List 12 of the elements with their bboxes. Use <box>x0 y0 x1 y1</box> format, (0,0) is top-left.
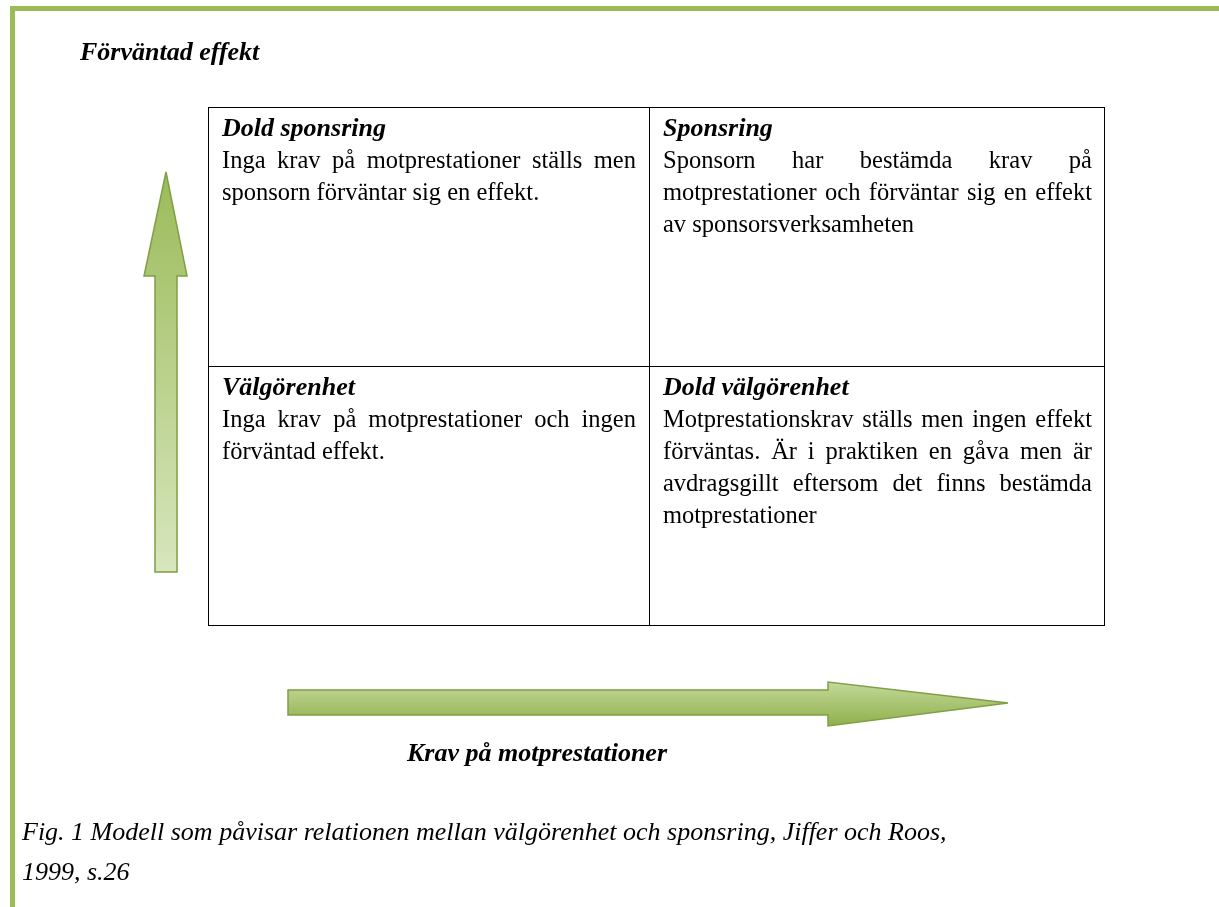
axis-title: Krav på motprestationer <box>407 737 667 769</box>
quadrant-description: Inga krav på motprestationer och ingen förväntad effekt. <box>222 404 636 466</box>
quadrant-heading: Dold sponsring <box>222 112 387 144</box>
quadrant-description: Sponsorn har bestämda krav på motprestationer och förväntar sig en effekt av sponsorsverksamheten <box>663 145 1092 239</box>
axis-title: Förväntad effekt <box>80 36 260 68</box>
quadrant-heading: Dold välgörenhet <box>663 371 851 403</box>
quadrant-cell <box>649 366 1105 626</box>
quadrant-heading: Sponsring <box>663 112 774 144</box>
quadrant-description: Inga krav på motprestationer ställs men sponsorn förväntar sig en effekt. <box>222 145 636 207</box>
quadrant-heading: Välgörenhet <box>222 371 357 403</box>
figure-caption: Fig. 1 Modell som påvisar relationen mellan välgörenhet och sponsring, Jiffer och Roos, 1999, s.26 <box>22 816 948 888</box>
quadrant-description: Motprestationskrav ställs men ingen effekt förväntas. Är i praktiken en gåva men är avdragsgillt eftersom det finns bestämda motprestationer <box>663 404 1092 530</box>
